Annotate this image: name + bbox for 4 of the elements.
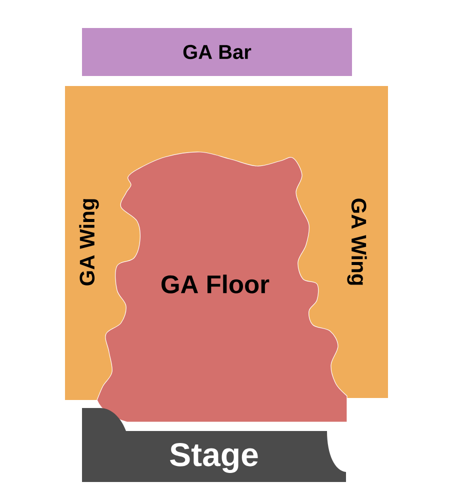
seating-section: GA Wing bbox=[65, 86, 140, 400]
stage: Stage bbox=[82, 408, 346, 482]
seating-section: GA Wing bbox=[293, 86, 388, 398]
seating-section: GA Bar bbox=[82, 28, 352, 76]
